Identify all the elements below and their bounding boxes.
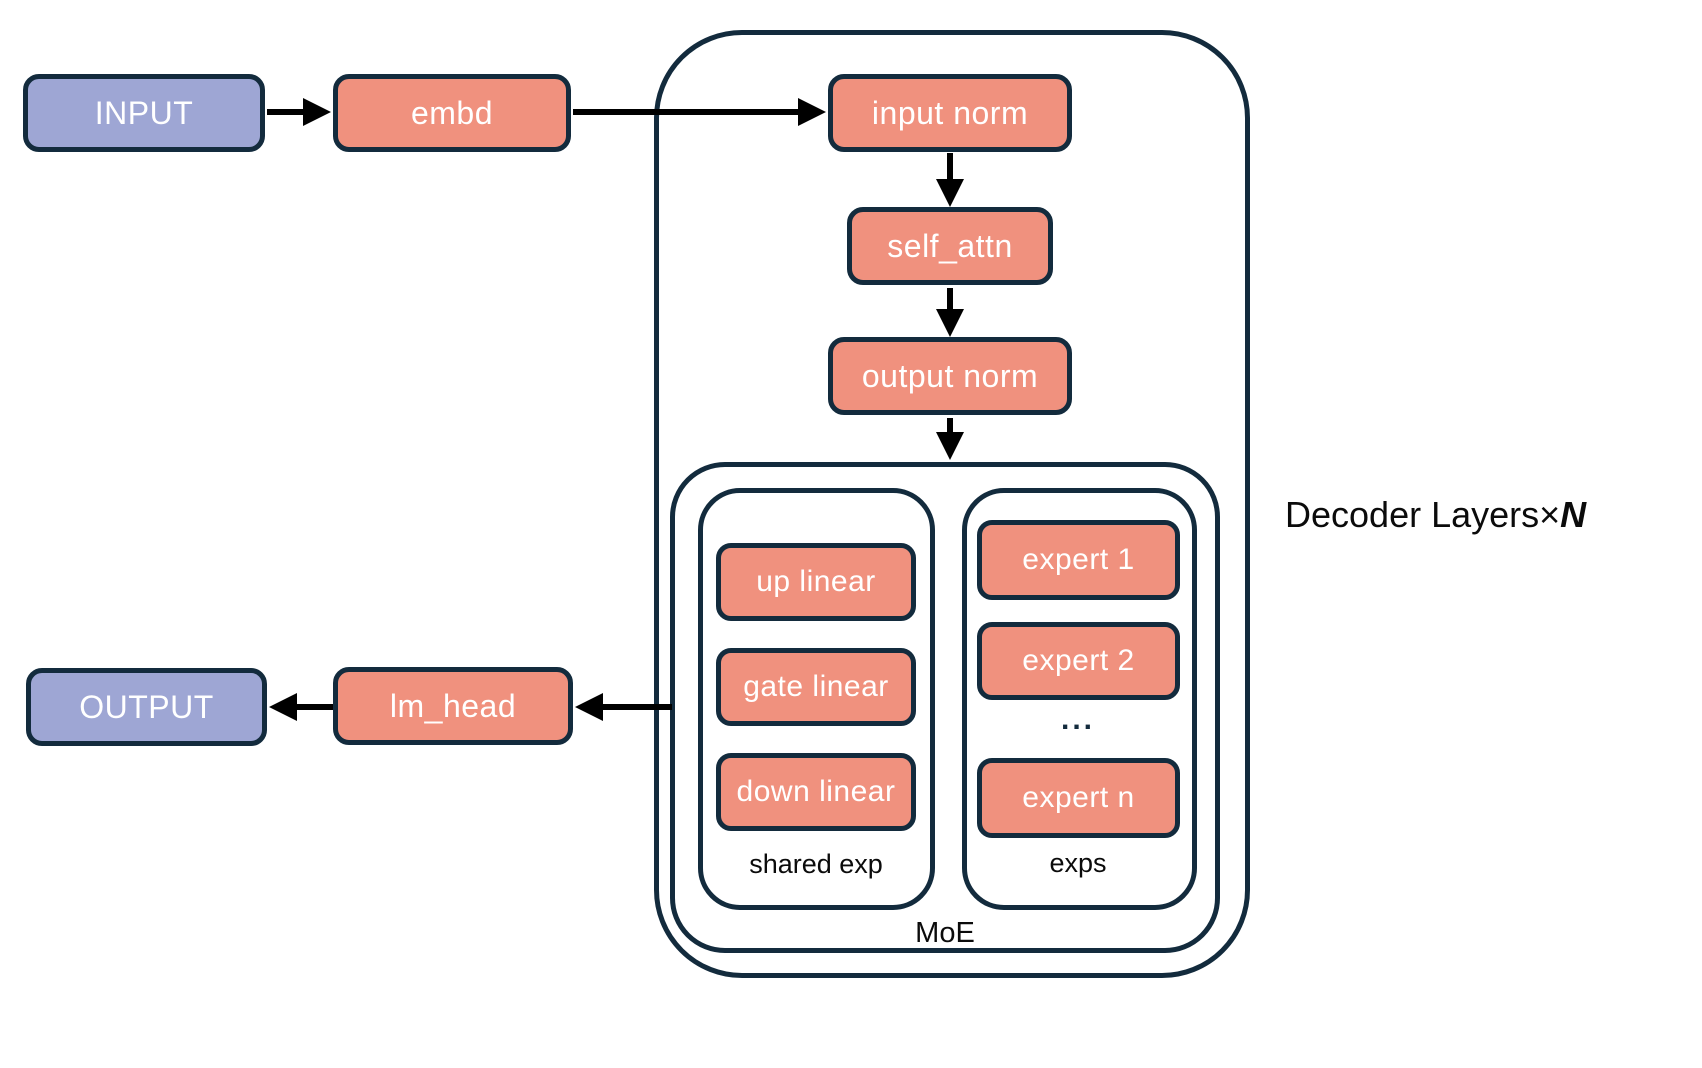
decoder-layers-container xyxy=(654,30,1250,978)
lm-head-node-label: lm_head xyxy=(389,687,517,724)
arrow-line xyxy=(601,704,672,710)
output-norm-node-label: output norm xyxy=(861,357,1039,394)
gate-linear-node-label: gate linear xyxy=(743,670,889,703)
arrow-line xyxy=(267,109,305,115)
decoder-layers-label-text: Decoder Layers xyxy=(1285,494,1540,535)
output-node: OUTPUT xyxy=(26,668,267,746)
exps-container xyxy=(962,488,1197,910)
expert-2-node-label: expert 2 xyxy=(1022,644,1135,677)
arrowhead-down-icon xyxy=(936,179,964,207)
input-norm-node: input norm xyxy=(828,74,1072,152)
arrowhead-right-icon xyxy=(303,98,331,126)
arrow-line xyxy=(295,704,333,710)
arrowhead-down-icon xyxy=(936,432,964,460)
arrow-line xyxy=(947,153,953,182)
input-norm-node-label: input norm xyxy=(871,94,1029,131)
self-attn-node: self_attn xyxy=(847,207,1053,285)
arrowhead-left-icon xyxy=(575,693,603,721)
expert-1-node: expert 1 xyxy=(977,520,1180,600)
moe-label: MoE xyxy=(915,917,975,949)
embd-node: embd xyxy=(333,74,571,152)
down-linear-node: down linear xyxy=(716,753,916,831)
output-norm-node: output norm xyxy=(828,337,1072,415)
up-linear-node: up linear xyxy=(716,543,916,621)
expert-n-node: expert n xyxy=(977,758,1180,838)
arrow-line xyxy=(947,418,953,435)
down-linear-node-label: down linear xyxy=(736,775,896,808)
shared-exp-label: shared exp xyxy=(749,849,883,879)
arrowhead-right-icon xyxy=(798,98,826,126)
moe-container xyxy=(670,462,1220,953)
gate-linear-node: gate linear xyxy=(716,648,916,726)
experts-ellipsis: ... xyxy=(1060,703,1095,736)
decoder-layers-n-variable: N xyxy=(1560,494,1587,535)
expert-n-node-label: expert n xyxy=(1022,781,1135,814)
input-node: INPUT xyxy=(23,74,265,152)
expert-1-node-label: expert 1 xyxy=(1022,543,1135,576)
shared-exp-container xyxy=(698,488,935,910)
arrow-line xyxy=(947,288,953,312)
exps-label: exps xyxy=(1049,848,1107,878)
input-node-label: INPUT xyxy=(94,94,194,131)
lm-head-node: lm_head xyxy=(333,667,573,745)
arrowhead-down-icon xyxy=(936,309,964,337)
output-node-label: OUTPUT xyxy=(79,688,214,725)
up-linear-node-label: up linear xyxy=(756,565,876,598)
arrow-line xyxy=(573,109,800,115)
embd-node-label: embd xyxy=(410,94,494,131)
self-attn-node-label: self_attn xyxy=(887,227,1013,264)
arrowhead-left-icon xyxy=(269,693,297,721)
decoder-layers-label: Decoder Layers×N xyxy=(1285,494,1586,536)
expert-2-node: expert 2 xyxy=(977,622,1180,700)
decoder-layers-times-sign: × xyxy=(1539,494,1561,535)
